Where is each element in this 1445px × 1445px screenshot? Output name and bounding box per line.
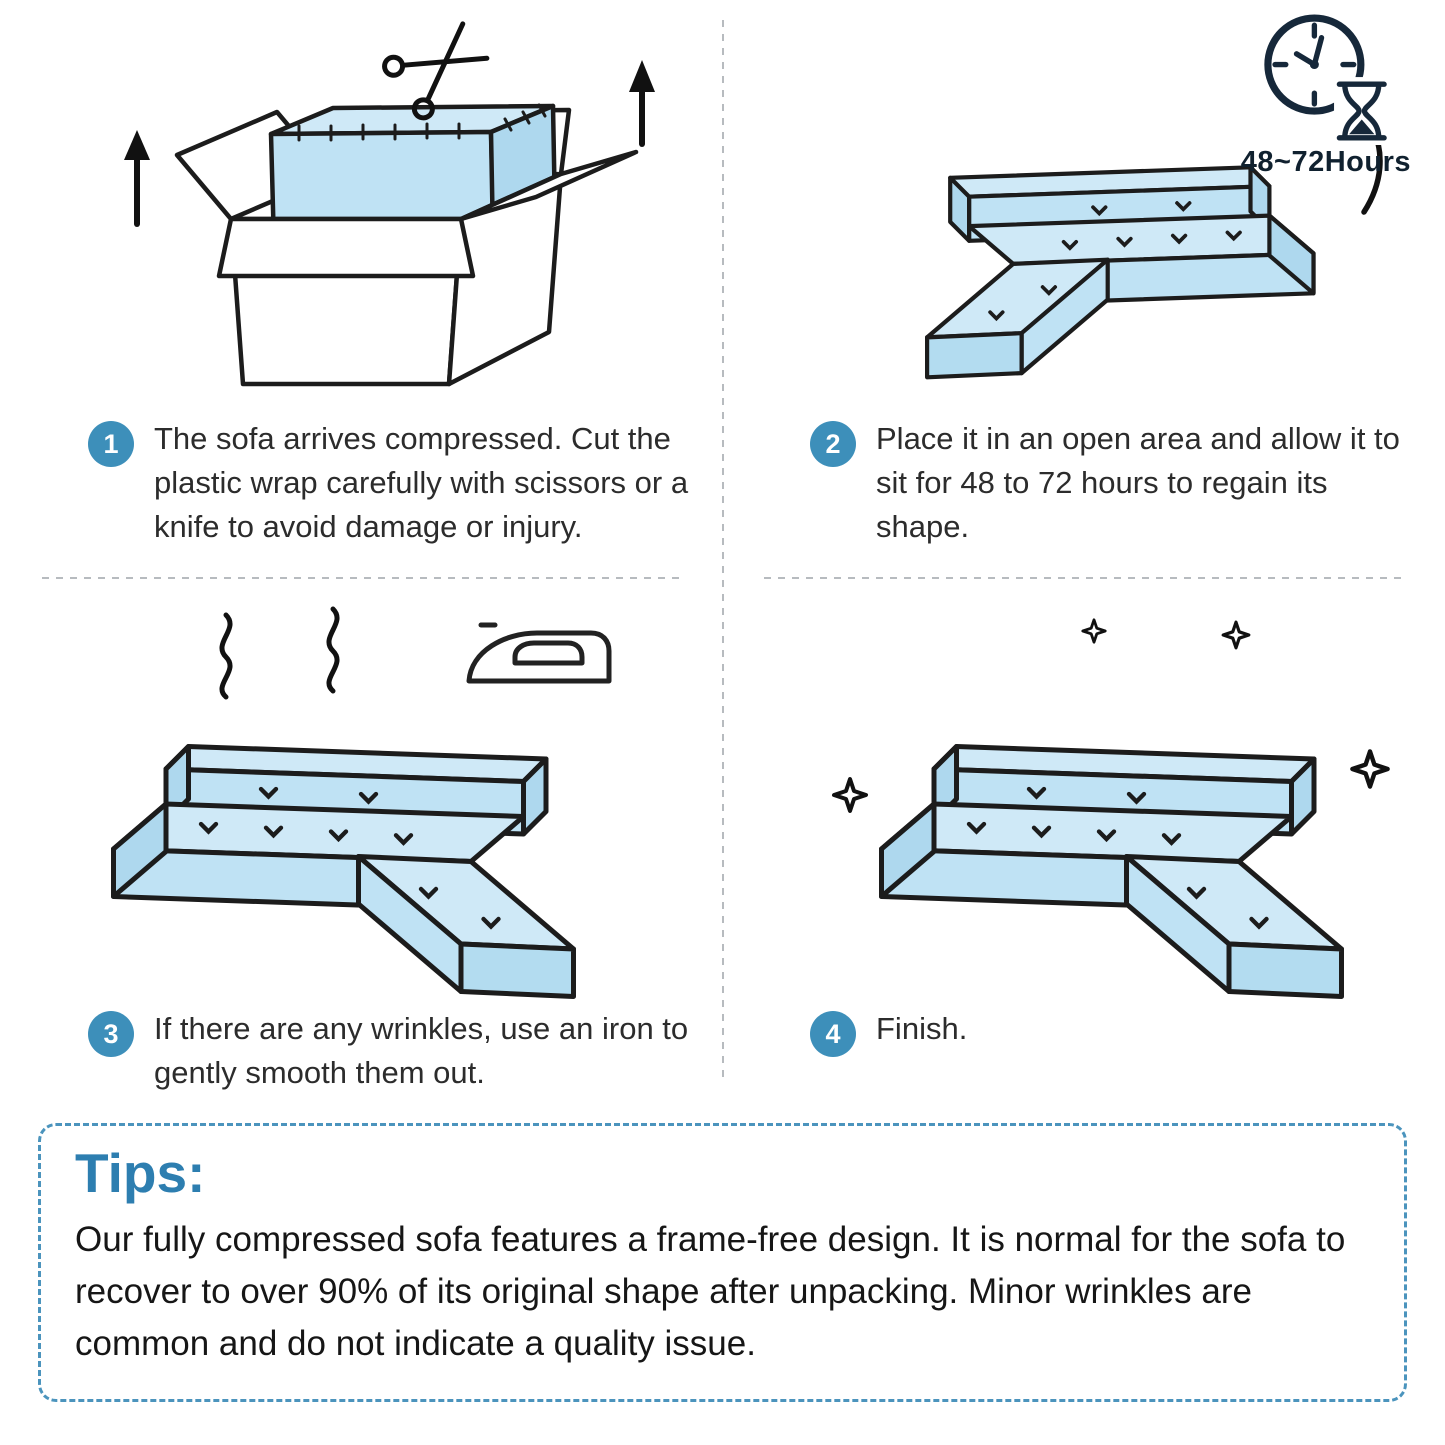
unboxing-illustration [26,14,696,409]
up-arrow-icon [124,130,150,227]
ironing-illustration [26,599,696,999]
scissors-icon [382,21,490,121]
box-right-flap [458,149,639,222]
step-4-number: 4 [825,1018,841,1049]
sparkle-icon [1349,749,1390,789]
step-3-row: 3 If there are any wrinkles, use an iron… [26,999,696,1095]
sofa-iron-drawing [41,606,612,999]
step-1-text: The sofa arrives compressed. Cut the pla… [154,421,689,545]
iron-icon [466,622,612,684]
step-3-panel: 3 If there are any wrinkles, use an iron… [0,585,722,1095]
step-2-panel: 48~72Hours 2 Place it in an open area an… [722,0,1445,585]
sofa-sparkle-drawing [831,618,1390,999]
step-2-row: 2 Place it in an open area and allow it … [748,409,1419,549]
tips-body: Our fully compressed sofa features a fra… [75,1220,1346,1363]
steps-grid: 1 The sofa arrives compressed. Cut the p… [0,0,1445,1095]
step-1-row: 1 The sofa arrives compressed. Cut the p… [26,409,696,549]
step-3-number: 3 [103,1018,119,1049]
sparkle-icon [1080,618,1107,644]
clock-icon [1264,14,1392,145]
duration-label: 48~72Hours [1240,146,1411,178]
step-4-badge: 4 [810,1011,856,1058]
step-3-text: If there are any wrinkles, use an iron t… [154,1011,689,1091]
step-4-row: 4 Finish. [748,999,1419,1058]
center-divider [722,20,724,1082]
step-4-text: Finish. [876,1011,968,1047]
box-front-flap [216,216,476,279]
step-1-number: 1 [103,428,119,459]
step-4-panel: 4 Finish. [722,585,1445,1095]
step-2-text: Place it in an open area and allow it to… [876,421,1400,545]
step-2-badge: 2 [810,421,856,467]
tips-title: Tips: [75,1142,206,1205]
step-2-number: 2 [825,428,841,459]
open-box-drawing [124,21,655,387]
steam-icon [219,606,340,700]
rest-duration-block: 48~72Hours [1241,2,1411,179]
step-1-panel: 1 The sofa arrives compressed. Cut the p… [0,0,722,585]
finished-sofa-illustration [748,599,1419,999]
sparkle-icon [1221,620,1250,650]
hourglass-icon [1336,81,1387,141]
separator-line [764,577,1403,580]
separator-line [42,577,680,580]
step-1-badge: 1 [88,421,134,467]
step-3-badge: 3 [88,1011,134,1058]
tips-box: Tips: Our fully compressed sofa features… [38,1123,1407,1403]
sparkle-icon [831,777,868,814]
up-arrow-icon [629,60,655,147]
